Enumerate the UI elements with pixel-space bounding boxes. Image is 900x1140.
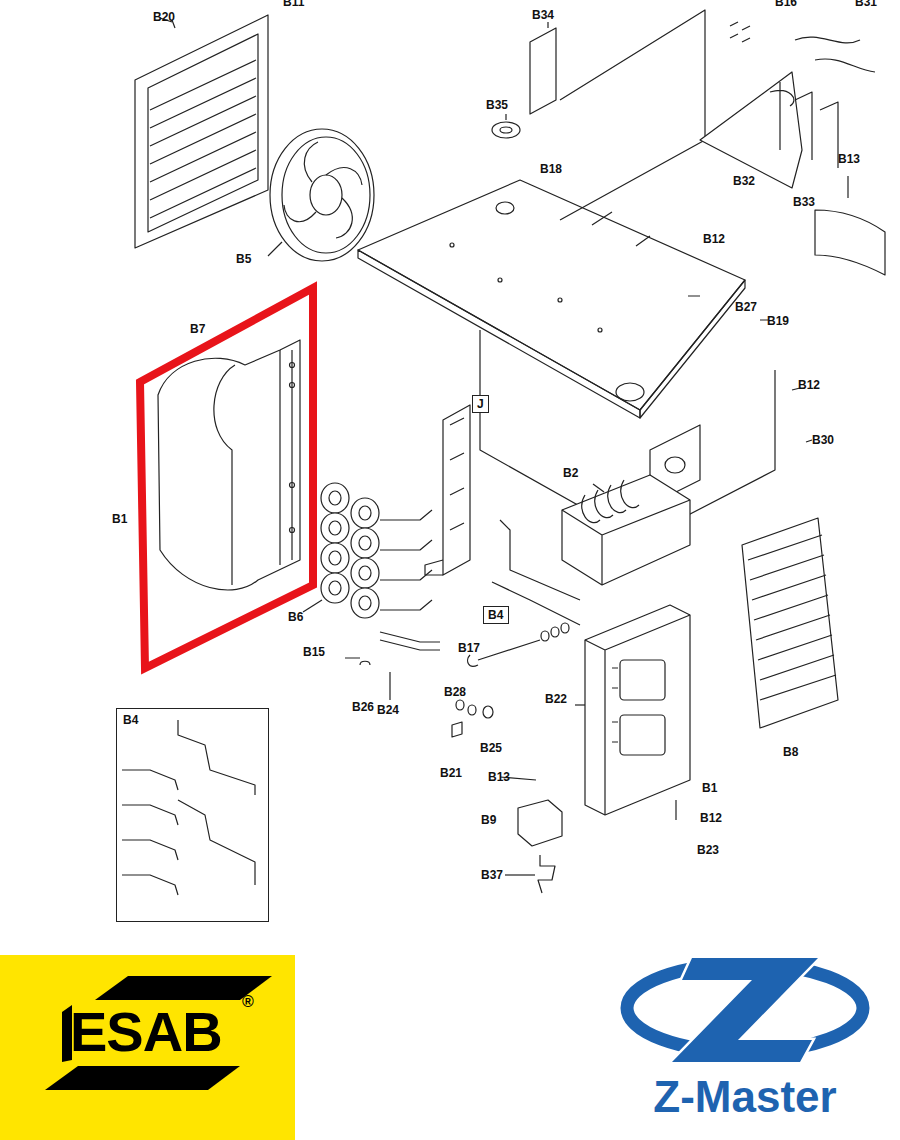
callout-number: B7 <box>190 322 205 336</box>
inset-title: B4 <box>123 713 262 727</box>
callout-number: B21 <box>440 766 462 780</box>
callout-number: B13 <box>488 770 510 784</box>
callout-number: B12 <box>798 378 820 392</box>
callout-number: B31 <box>855 0 877 9</box>
callout-number: B22 <box>545 692 567 706</box>
callout-number: B16 <box>775 0 797 9</box>
callout-number: B34 <box>532 8 554 22</box>
callout-number: B4 <box>488 608 504 622</box>
callout-number: B17 <box>458 641 480 655</box>
callout-number: B33 <box>793 195 815 209</box>
callout-number: B12 <box>700 811 722 825</box>
callout-number: B12 <box>703 232 725 246</box>
boxed-callout: B4 <box>483 606 509 624</box>
callout-number: J <box>477 397 484 411</box>
callout-number: B35 <box>486 98 508 112</box>
callout-number: B1 <box>702 781 717 795</box>
logo-text: ESAB <box>70 1001 222 1063</box>
callout-number: B20 <box>153 10 175 24</box>
callout-number: B25 <box>480 741 502 755</box>
trademark-mark: ® <box>242 993 254 1011</box>
callout-number: B2 <box>563 466 578 480</box>
callout-number: B15 <box>303 645 325 659</box>
callout-number: B1 <box>112 512 127 526</box>
brand-logo: ESAB ® <box>0 955 295 1140</box>
callout-number: B26 <box>352 700 374 714</box>
callout-number: B32 <box>733 174 755 188</box>
callout-number: B8 <box>783 745 798 759</box>
callout-number: B13 <box>838 152 860 166</box>
inset-frame: B4 <box>116 708 269 922</box>
callout-number: B28 <box>444 685 466 699</box>
callout-number: B6 <box>288 610 303 624</box>
callout-number: B23 <box>697 843 719 857</box>
callout-number: B24 <box>377 703 399 717</box>
callout-number: B30 <box>812 433 834 447</box>
boxed-callout: J <box>472 395 489 413</box>
callout-number: B18 <box>540 162 562 176</box>
callout-number: B19 <box>767 314 789 328</box>
callout-number: B27 <box>735 300 757 314</box>
callout-number: B11 <box>283 0 304 9</box>
brand-name: Z-Master <box>653 1072 836 1123</box>
callout-number: B9 <box>481 813 496 827</box>
callout-number: B5 <box>236 252 251 266</box>
callout-number: B37 <box>481 868 503 882</box>
